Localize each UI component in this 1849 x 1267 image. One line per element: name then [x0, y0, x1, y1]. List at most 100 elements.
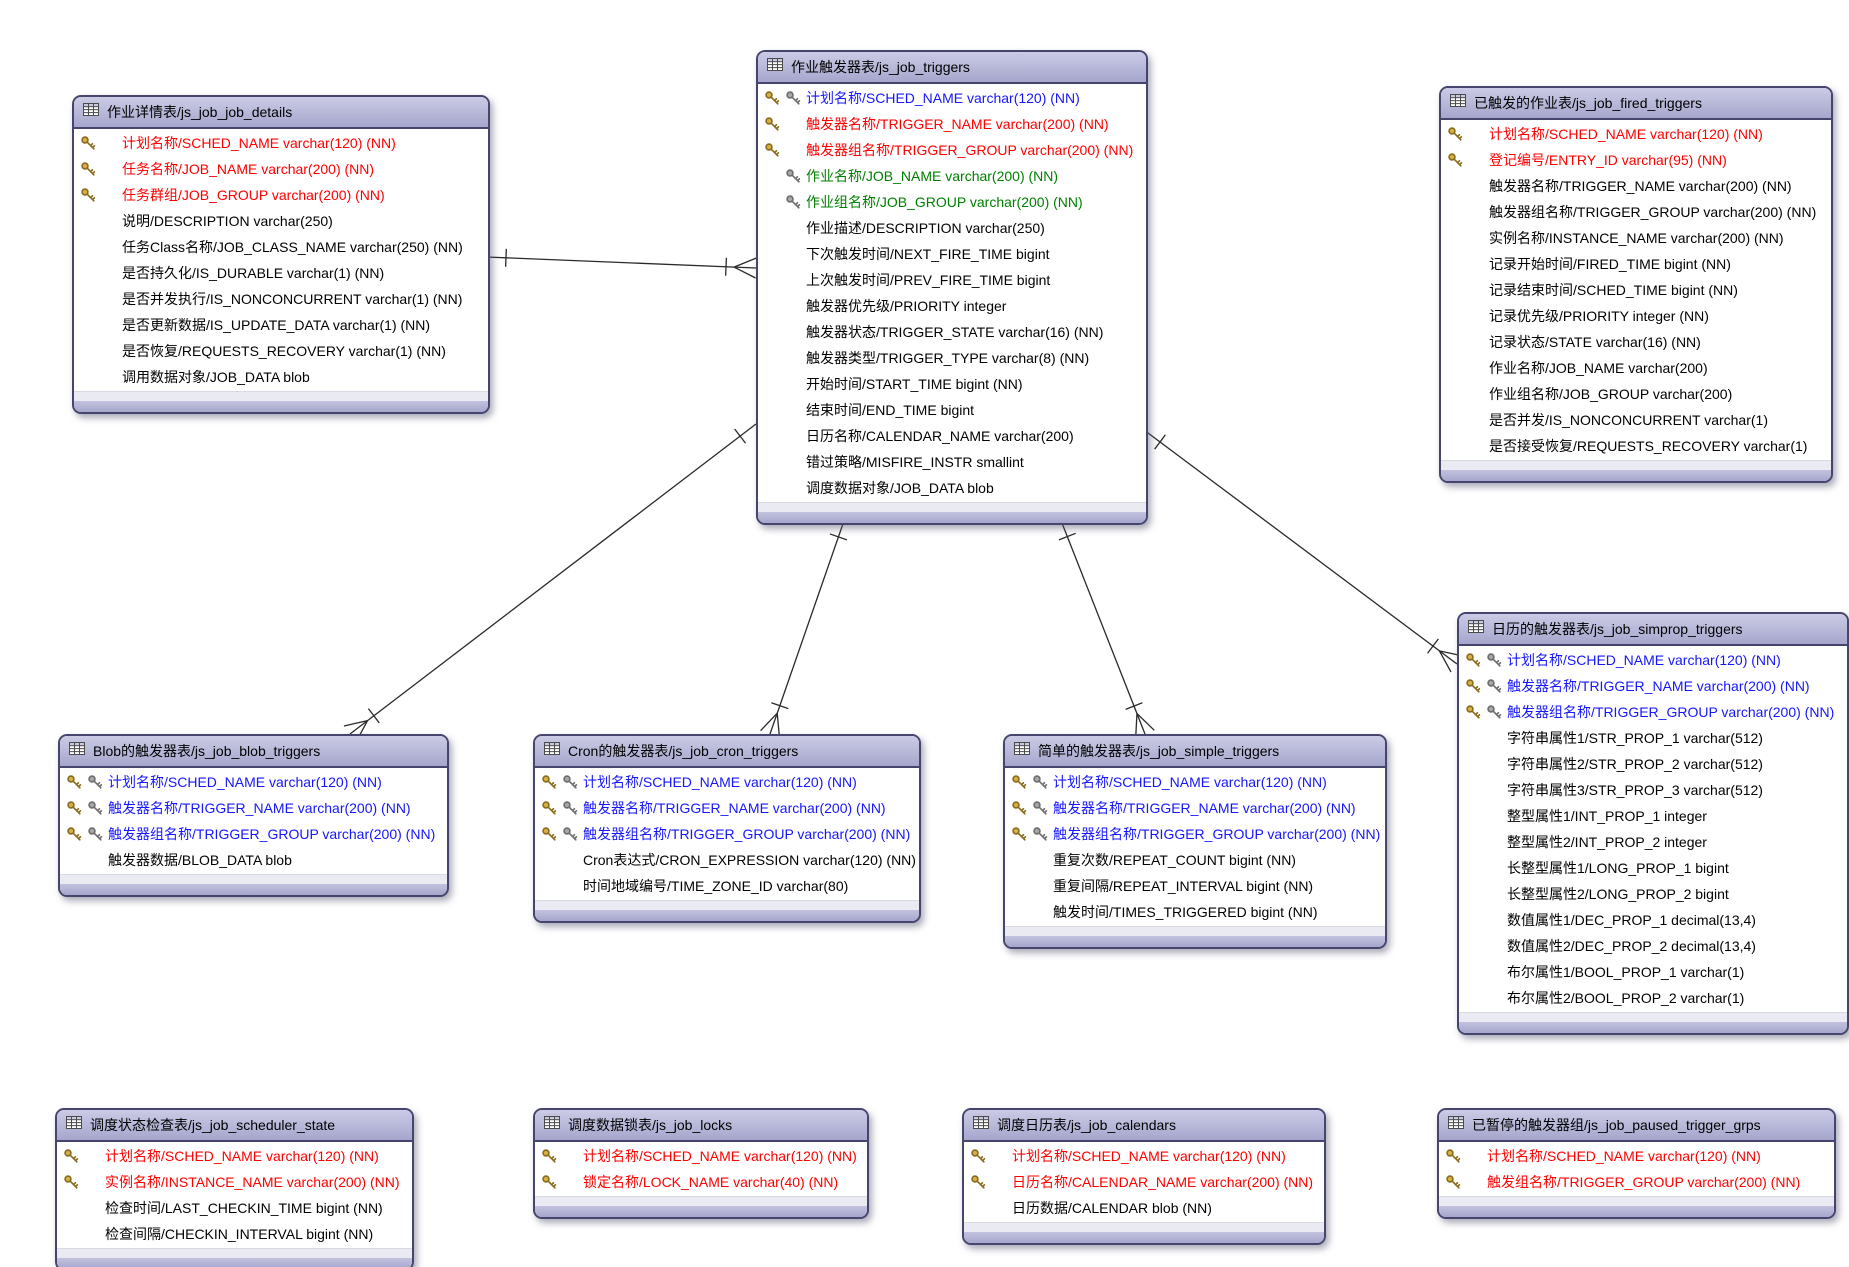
table-header[interactable]: 日历的触发器表/js_job_simprop_triggers [1459, 614, 1847, 646]
field-label: 任务名称/JOB_NAME varchar(200) (NN) [122, 161, 375, 177]
field-row: 触发器名称/TRIGGER_NAME varchar(200) (NN) [1441, 173, 1831, 199]
field-label: 实例名称/INSTANCE_NAME varchar(200) (NN) [105, 1174, 400, 1190]
key-icons [1459, 677, 1507, 695]
field-label: 任务群组/JOB_GROUP varchar(200) (NN) [122, 187, 385, 203]
primary-key-icon [80, 187, 97, 209]
key-icons [60, 773, 108, 791]
key-icons [1439, 1173, 1487, 1191]
field-list: 计划名称/SCHED_NAME varchar(120) (NN)日历名称/CA… [964, 1142, 1324, 1222]
key-icons [535, 773, 583, 791]
key-icons [758, 193, 806, 211]
table-footer [1459, 1012, 1847, 1022]
field-row: 触发器组名称/TRIGGER_GROUP varchar(200) (NN) [758, 137, 1146, 163]
field-row: 日历数据/CALENDAR blob (NN) [964, 1195, 1324, 1221]
key-icons [74, 160, 122, 178]
field-row: 上次触发时间/PREV_FIRE_TIME bigint [758, 267, 1146, 293]
table-header[interactable]: 调度日历表/js_job_calendars [964, 1110, 1324, 1142]
field-label: 记录优先级/PRIORITY integer (NN) [1489, 308, 1709, 324]
field-label: 计划名称/SCHED_NAME varchar(120) (NN) [583, 774, 857, 790]
table-header[interactable]: Cron的触发器表/js_job_cron_triggers [535, 736, 919, 768]
field-label: 长整型属性1/LONG_PROP_1 bigint [1507, 860, 1729, 876]
table-header[interactable]: 已暂停的触发器组/js_job_paused_trigger_grps [1439, 1110, 1834, 1142]
field-row: 长整型属性1/LONG_PROP_1 bigint [1459, 855, 1847, 881]
table-header[interactable]: 作业触发器表/js_job_triggers [758, 52, 1146, 84]
rel-triggers-to-simple-triggers [1058, 517, 1155, 738]
primary-key-icon [1447, 126, 1464, 148]
table-footer [1441, 460, 1831, 470]
primary-key-icon [970, 1148, 987, 1170]
entity-cron-triggers[interactable]: Cron的触发器表/js_job_cron_triggers 计划名称/SCHE… [533, 734, 921, 923]
field-row: 触发时间/TIMES_TRIGGERED bigint (NN) [1005, 899, 1385, 925]
table-icon [69, 742, 85, 760]
field-row: 实例名称/INSTANCE_NAME varchar(200) (NN) [57, 1169, 412, 1195]
field-label: 数值属性2/DEC_PROP_2 decimal(13,4) [1507, 938, 1756, 954]
key-icons [1441, 359, 1489, 377]
field-row: 结束时间/END_TIME bigint [758, 397, 1146, 423]
table-header[interactable]: 简单的触发器表/js_job_simple_triggers [1005, 736, 1385, 768]
field-list: 计划名称/SCHED_NAME varchar(120) (NN) 任务名称/JO… [74, 129, 488, 391]
field-row: 是否持久化/IS_DURABLE varchar(1) (NN) [74, 260, 488, 286]
primary-key-icon [66, 800, 83, 822]
entity-fired-triggers[interactable]: 已触发的作业表/js_job_fired_triggers 计划名称/SCHED… [1439, 86, 1833, 483]
table-header[interactable]: Blob的触发器表/js_job_blob_triggers [60, 736, 447, 768]
field-label: 日历数据/CALENDAR blob (NN) [1012, 1200, 1212, 1216]
entity-calendars[interactable]: 调度日历表/js_job_calendars 计划名称/SCHED_NAME v… [962, 1108, 1326, 1245]
field-row: 开始时间/START_TIME bigint (NN) [758, 371, 1146, 397]
key-icons [1459, 651, 1507, 669]
foreign-key-icon [785, 194, 802, 216]
entity-triggers[interactable]: 作业触发器表/js_job_triggers 计划名称/SCHED_NAME v… [756, 50, 1148, 525]
primary-key-icon [1447, 152, 1464, 174]
table-footer [1005, 926, 1385, 936]
key-icons [1441, 151, 1489, 169]
key-icons [1459, 963, 1507, 981]
field-list: 计划名称/SCHED_NAME varchar(120) (NN)登记编号/EN… [1441, 120, 1831, 460]
field-row: 计划名称/SCHED_NAME varchar(120) (NN) [74, 130, 488, 156]
table-header[interactable]: 作业详情表/js_job_job_details [74, 97, 488, 129]
table-bottom-bar [60, 884, 447, 895]
table-icon [544, 742, 560, 760]
key-icons [1459, 859, 1507, 877]
field-row: 锁定名称/LOCK_NAME varchar(40) (NN) [535, 1169, 867, 1195]
field-row: 触发器组名称/TRIGGER_GROUP varchar(200) (NN) [1441, 199, 1831, 225]
key-icons [535, 1173, 583, 1191]
field-label: 作业组名称/JOB_GROUP varchar(200) (NN) [806, 194, 1083, 210]
key-icons [1441, 229, 1489, 247]
entity-job-details[interactable]: 作业详情表/js_job_job_details 计划名称/SCHED_NAME… [72, 95, 490, 414]
field-row: 触发器名称/TRIGGER_NAME varchar(200) (NN) [60, 795, 447, 821]
entity-simple-triggers[interactable]: 简单的触发器表/js_job_simple_triggers 计划名称/SCHE… [1003, 734, 1387, 949]
key-icons [1459, 911, 1507, 929]
key-icons [1441, 411, 1489, 429]
field-label: 是否接受恢复/REQUESTS_RECOVERY varchar(1) [1489, 438, 1808, 454]
table-icon [1014, 742, 1030, 760]
entity-scheduler-state[interactable]: 调度状态检查表/js_job_scheduler_state 计划名称/SCHE… [55, 1108, 414, 1267]
key-icons [74, 368, 122, 386]
entity-locks[interactable]: 调度数据锁表/js_job_locks 计划名称/SCHED_NAME varc… [533, 1108, 869, 1219]
primary-key-icon [764, 142, 781, 164]
table-header[interactable]: 调度数据锁表/js_job_locks [535, 1110, 867, 1142]
key-icons [758, 349, 806, 367]
entity-blob-triggers[interactable]: Blob的触发器表/js_job_blob_triggers 计划名称/SCHE… [58, 734, 449, 897]
key-icons [1441, 385, 1489, 403]
entity-simprop-triggers[interactable]: 日历的触发器表/js_job_simprop_triggers 计划名称/SCH… [1457, 612, 1849, 1035]
table-header[interactable]: 调度状态检查表/js_job_scheduler_state [57, 1110, 412, 1142]
field-label: 触发器组名称/TRIGGER_GROUP varchar(200) (NN) [1489, 204, 1817, 220]
table-title: 简单的触发器表/js_job_simple_triggers [1038, 743, 1280, 759]
field-label: 整型属性1/INT_PROP_1 integer [1507, 808, 1707, 824]
key-icons [1005, 825, 1053, 843]
field-row: 记录优先级/PRIORITY integer (NN) [1441, 303, 1831, 329]
table-title: 作业触发器表/js_job_triggers [791, 59, 970, 75]
field-row: 记录开始时间/FIRED_TIME bigint (NN) [1441, 251, 1831, 277]
entity-paused-trigger-grps[interactable]: 已暂停的触发器组/js_job_paused_trigger_grps 计划名称… [1437, 1108, 1836, 1219]
field-label: 任务Class名称/JOB_CLASS_NAME varchar(250) (N… [122, 239, 463, 255]
table-bottom-bar [74, 401, 488, 412]
key-icons [1439, 1147, 1487, 1165]
foreign-key-icon [87, 826, 104, 848]
primary-key-icon [1445, 1174, 1462, 1196]
field-label: 上次触发时间/PREV_FIRE_TIME bigint [806, 272, 1051, 288]
key-icons [1459, 755, 1507, 773]
key-icons [1441, 177, 1489, 195]
table-header[interactable]: 已触发的作业表/js_job_fired_triggers [1441, 88, 1831, 120]
primary-key-icon [1465, 678, 1482, 700]
key-icons [535, 851, 583, 869]
field-label: 触发器名称/TRIGGER_NAME varchar(200) (NN) [1489, 178, 1792, 194]
